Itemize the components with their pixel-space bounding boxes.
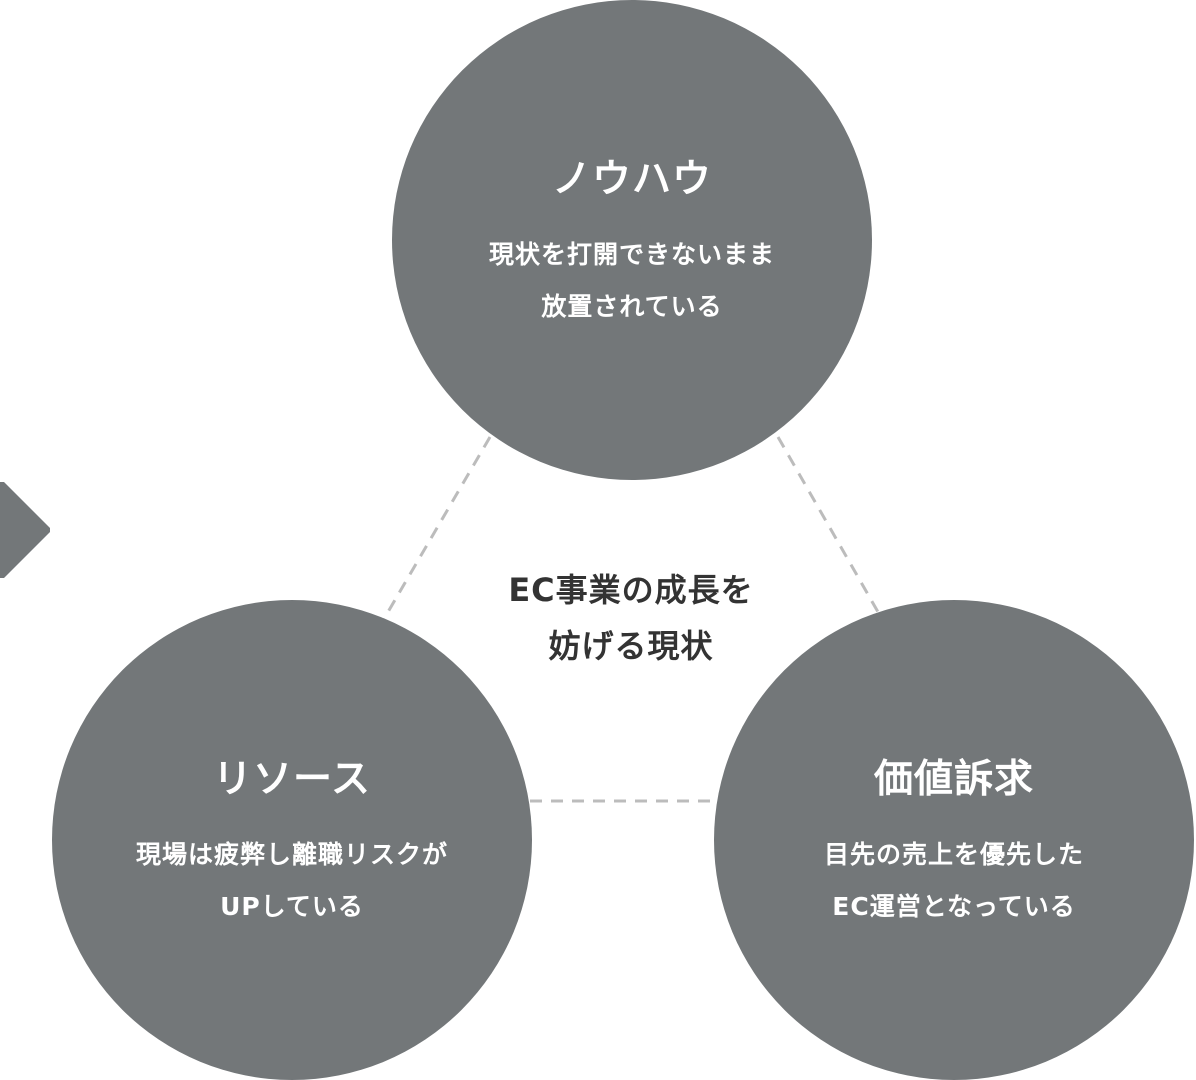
center-label-line-1: EC事業の成長を bbox=[508, 571, 754, 609]
value-desc-line-1: 目先の売上を優先した bbox=[823, 840, 1084, 869]
knowhow-title: ノウハウ bbox=[551, 157, 712, 202]
value-circle: 価値訴求 目先の売上を優先した EC運営となっている bbox=[714, 600, 1194, 1080]
knowhow-desc-line-1: 現状を打開できないまま bbox=[488, 240, 775, 269]
center-label: EC事業の成長を 妨げる現状 bbox=[480, 562, 782, 674]
resource-desc-line-2: UPしている bbox=[220, 892, 364, 921]
knowhow-circle: ノウハウ 現状を打開できないまま 放置されている bbox=[392, 0, 872, 480]
value-title: 価値訴求 bbox=[873, 757, 1034, 802]
value-description: 目先の売上を優先した EC運営となっている bbox=[714, 829, 1194, 933]
connector-knowhow-value bbox=[776, 436, 880, 613]
resource-title: リソース bbox=[212, 757, 372, 802]
center-label-line-2: 妨げる現状 bbox=[548, 627, 714, 665]
knowhow-desc-line-2: 放置されている bbox=[541, 292, 723, 321]
resource-description: 現場は疲弊し離職リスクが UPしている bbox=[52, 829, 532, 933]
resource-desc-line-1: 現場は疲弊し離職リスクが bbox=[135, 840, 448, 869]
connector-knowhow-resource bbox=[386, 436, 492, 613]
knowhow-description: 現状を打開できないまま 放置されている bbox=[392, 229, 872, 333]
resource-circle: リソース 現場は疲弊し離職リスクが UPしている bbox=[52, 600, 532, 1080]
value-desc-line-2: EC運営となっている bbox=[832, 892, 1076, 921]
chevron-right-icon bbox=[0, 482, 50, 578]
